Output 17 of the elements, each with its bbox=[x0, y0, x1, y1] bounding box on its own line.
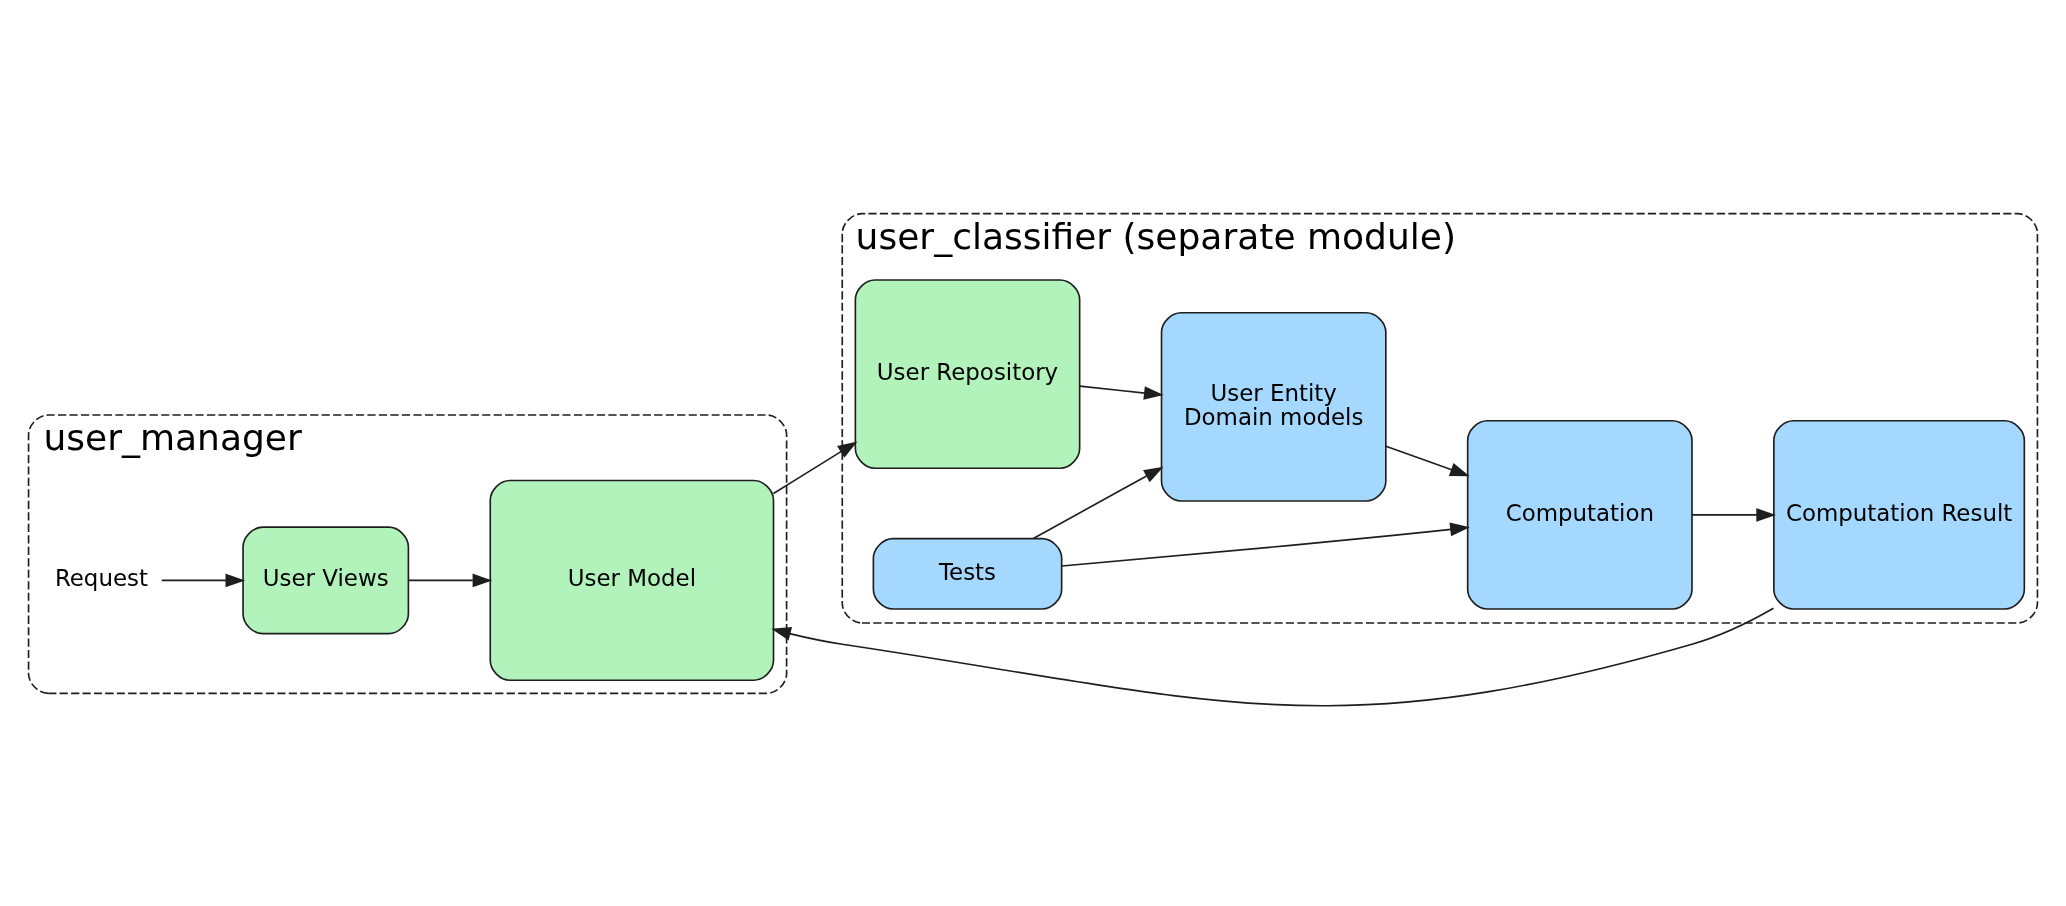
node-box: User Entity Domain models bbox=[1160, 311, 1387, 502]
node-box: Tests bbox=[872, 537, 1063, 610]
node-box: Computation Result bbox=[1773, 419, 2026, 610]
arrow bbox=[1061, 522, 1470, 567]
arrow bbox=[160, 573, 246, 587]
arrow bbox=[1691, 507, 1776, 522]
node-box: User Views bbox=[242, 525, 410, 634]
node-box: User Model bbox=[489, 479, 775, 681]
arrow bbox=[407, 573, 493, 587]
arrow bbox=[1385, 445, 1470, 476]
node-box: Computation bbox=[1466, 419, 1693, 610]
arrow bbox=[771, 606, 1775, 707]
node-box: User Repository bbox=[854, 278, 1081, 469]
arrow bbox=[772, 440, 858, 494]
arrow bbox=[1078, 384, 1164, 400]
arrow bbox=[1032, 466, 1164, 539]
node-text: Request bbox=[54, 564, 148, 591]
